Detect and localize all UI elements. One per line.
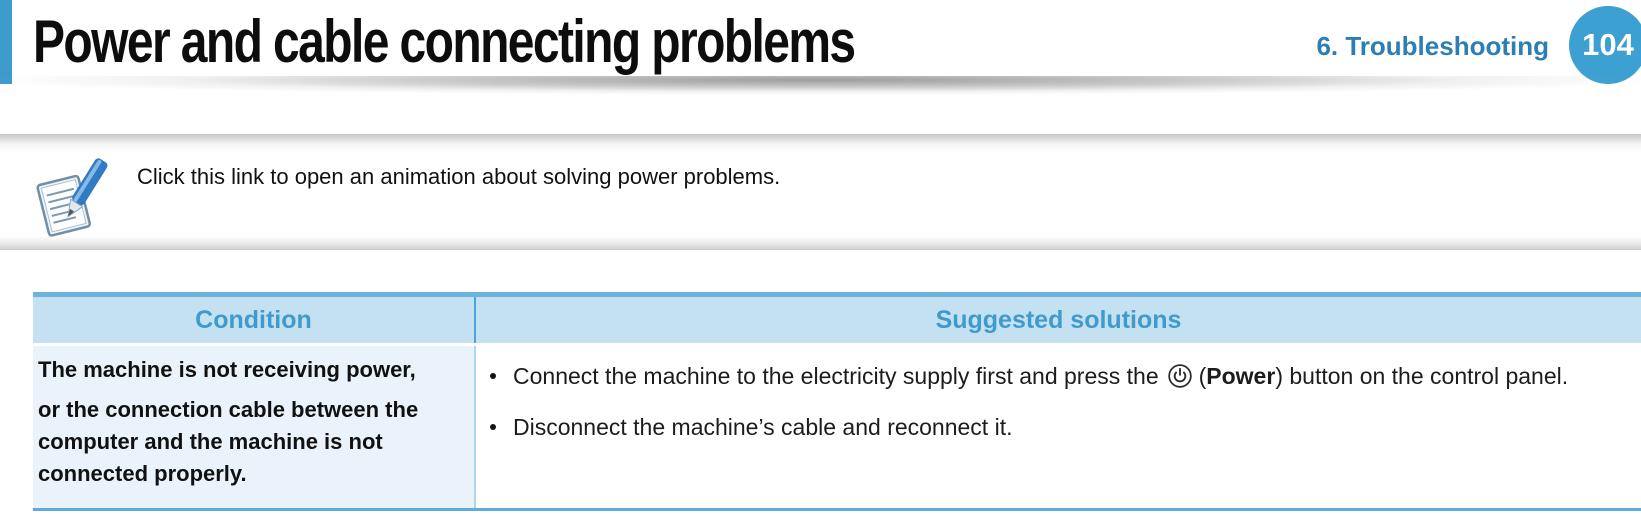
solution-item: Connect the machine to the electricity s… (476, 356, 1617, 401)
condition-cell: The machine is not receiving power, or t… (33, 346, 476, 508)
page-title: Power and cable connecting problems (33, 8, 856, 75)
troubleshooting-table: Condition Suggested solutions The machin… (33, 292, 1641, 511)
page-number: 104 (1582, 27, 1634, 62)
power-icon (1167, 364, 1193, 394)
section-label: 6. Troubleshooting (1316, 31, 1549, 61)
condition-column-header: Condition (33, 297, 476, 343)
table-header-row: Condition Suggested solutions (33, 292, 1641, 346)
page-number-badge: 104 (1569, 6, 1641, 84)
notepad-pencil-icon (33, 154, 109, 243)
solution-text: ( (1198, 363, 1207, 389)
bullet-icon (490, 424, 496, 430)
solutions-list: Connect the machine to the electricity s… (476, 356, 1617, 447)
table-row: The machine is not receiving power, or t… (33, 346, 1641, 511)
solution-text: Connect the machine to the electricity s… (513, 363, 1159, 389)
header-shadow (0, 76, 1641, 102)
note-top-border (0, 134, 1641, 152)
note-bottom-border (0, 236, 1641, 250)
bullet-icon (490, 373, 496, 379)
solutions-cell: Connect the machine to the electricity s… (476, 346, 1641, 508)
power-button-label: Power (1206, 363, 1276, 389)
condition-text-line: The machine is not receiving power, (38, 357, 416, 382)
solution-text: ) button on the control panel. (1275, 363, 1569, 389)
solution-item: Disconnect the machine’s cable and recon… (476, 407, 1617, 447)
animation-link-text[interactable]: Click this link to open an animation abo… (137, 164, 781, 189)
solution-text: Disconnect the machine’s cable and recon… (513, 414, 1013, 440)
condition-text-line: or the connection cable between the comp… (38, 397, 419, 486)
note-strip: Click this link to open an animation abo… (0, 134, 1641, 250)
accent-bar (0, 0, 12, 84)
page-header: Power and cable connecting problems 6. T… (0, 0, 1641, 102)
solutions-column-header: Suggested solutions (935, 305, 1182, 334)
